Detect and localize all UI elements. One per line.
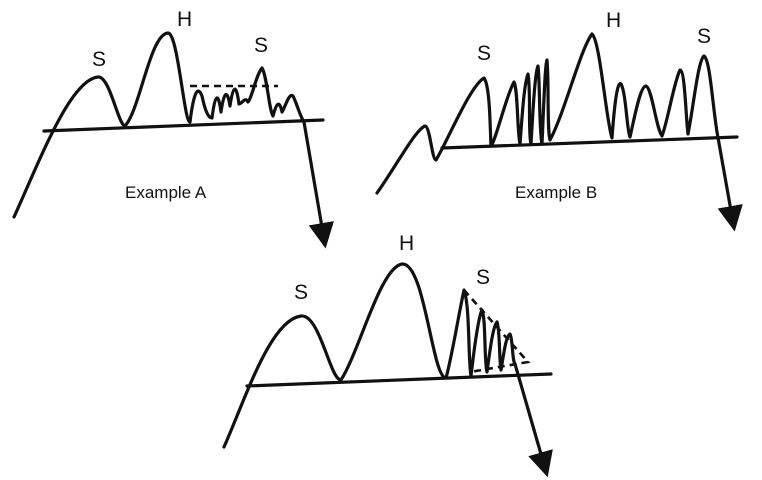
- example-b-neckline: [440, 135, 739, 150]
- example-a-head-label: H: [177, 8, 192, 31]
- example-a-left-shoulder-label: S: [92, 48, 106, 71]
- example-c-price-line: [222, 262, 553, 478]
- example-a-caption: Example A: [125, 183, 207, 202]
- example-c-diagram: S H S: [222, 232, 553, 478]
- example-b-head-label: H: [606, 9, 621, 32]
- example-a-right-shoulder-label: S: [254, 34, 268, 57]
- example-a-neckline: [42, 118, 325, 133]
- example-b-right-shoulder-label: S: [697, 25, 711, 48]
- example-b-diagram: S H S Example B: [375, 9, 743, 232]
- example-c-left-shoulder-label: S: [294, 281, 308, 304]
- example-a-price-line: [12, 31, 334, 249]
- example-a-diagram: S H S Example A: [12, 8, 334, 249]
- example-b-price-line: [375, 32, 743, 232]
- example-c-dashed-triangle: [463, 289, 531, 374]
- example-c-head-label: H: [399, 232, 414, 255]
- example-c-right-shoulder-label: S: [476, 266, 490, 289]
- example-b-left-shoulder-label: S: [477, 42, 491, 65]
- example-c-neckline: [245, 372, 553, 388]
- example-b-caption: Example B: [515, 183, 597, 202]
